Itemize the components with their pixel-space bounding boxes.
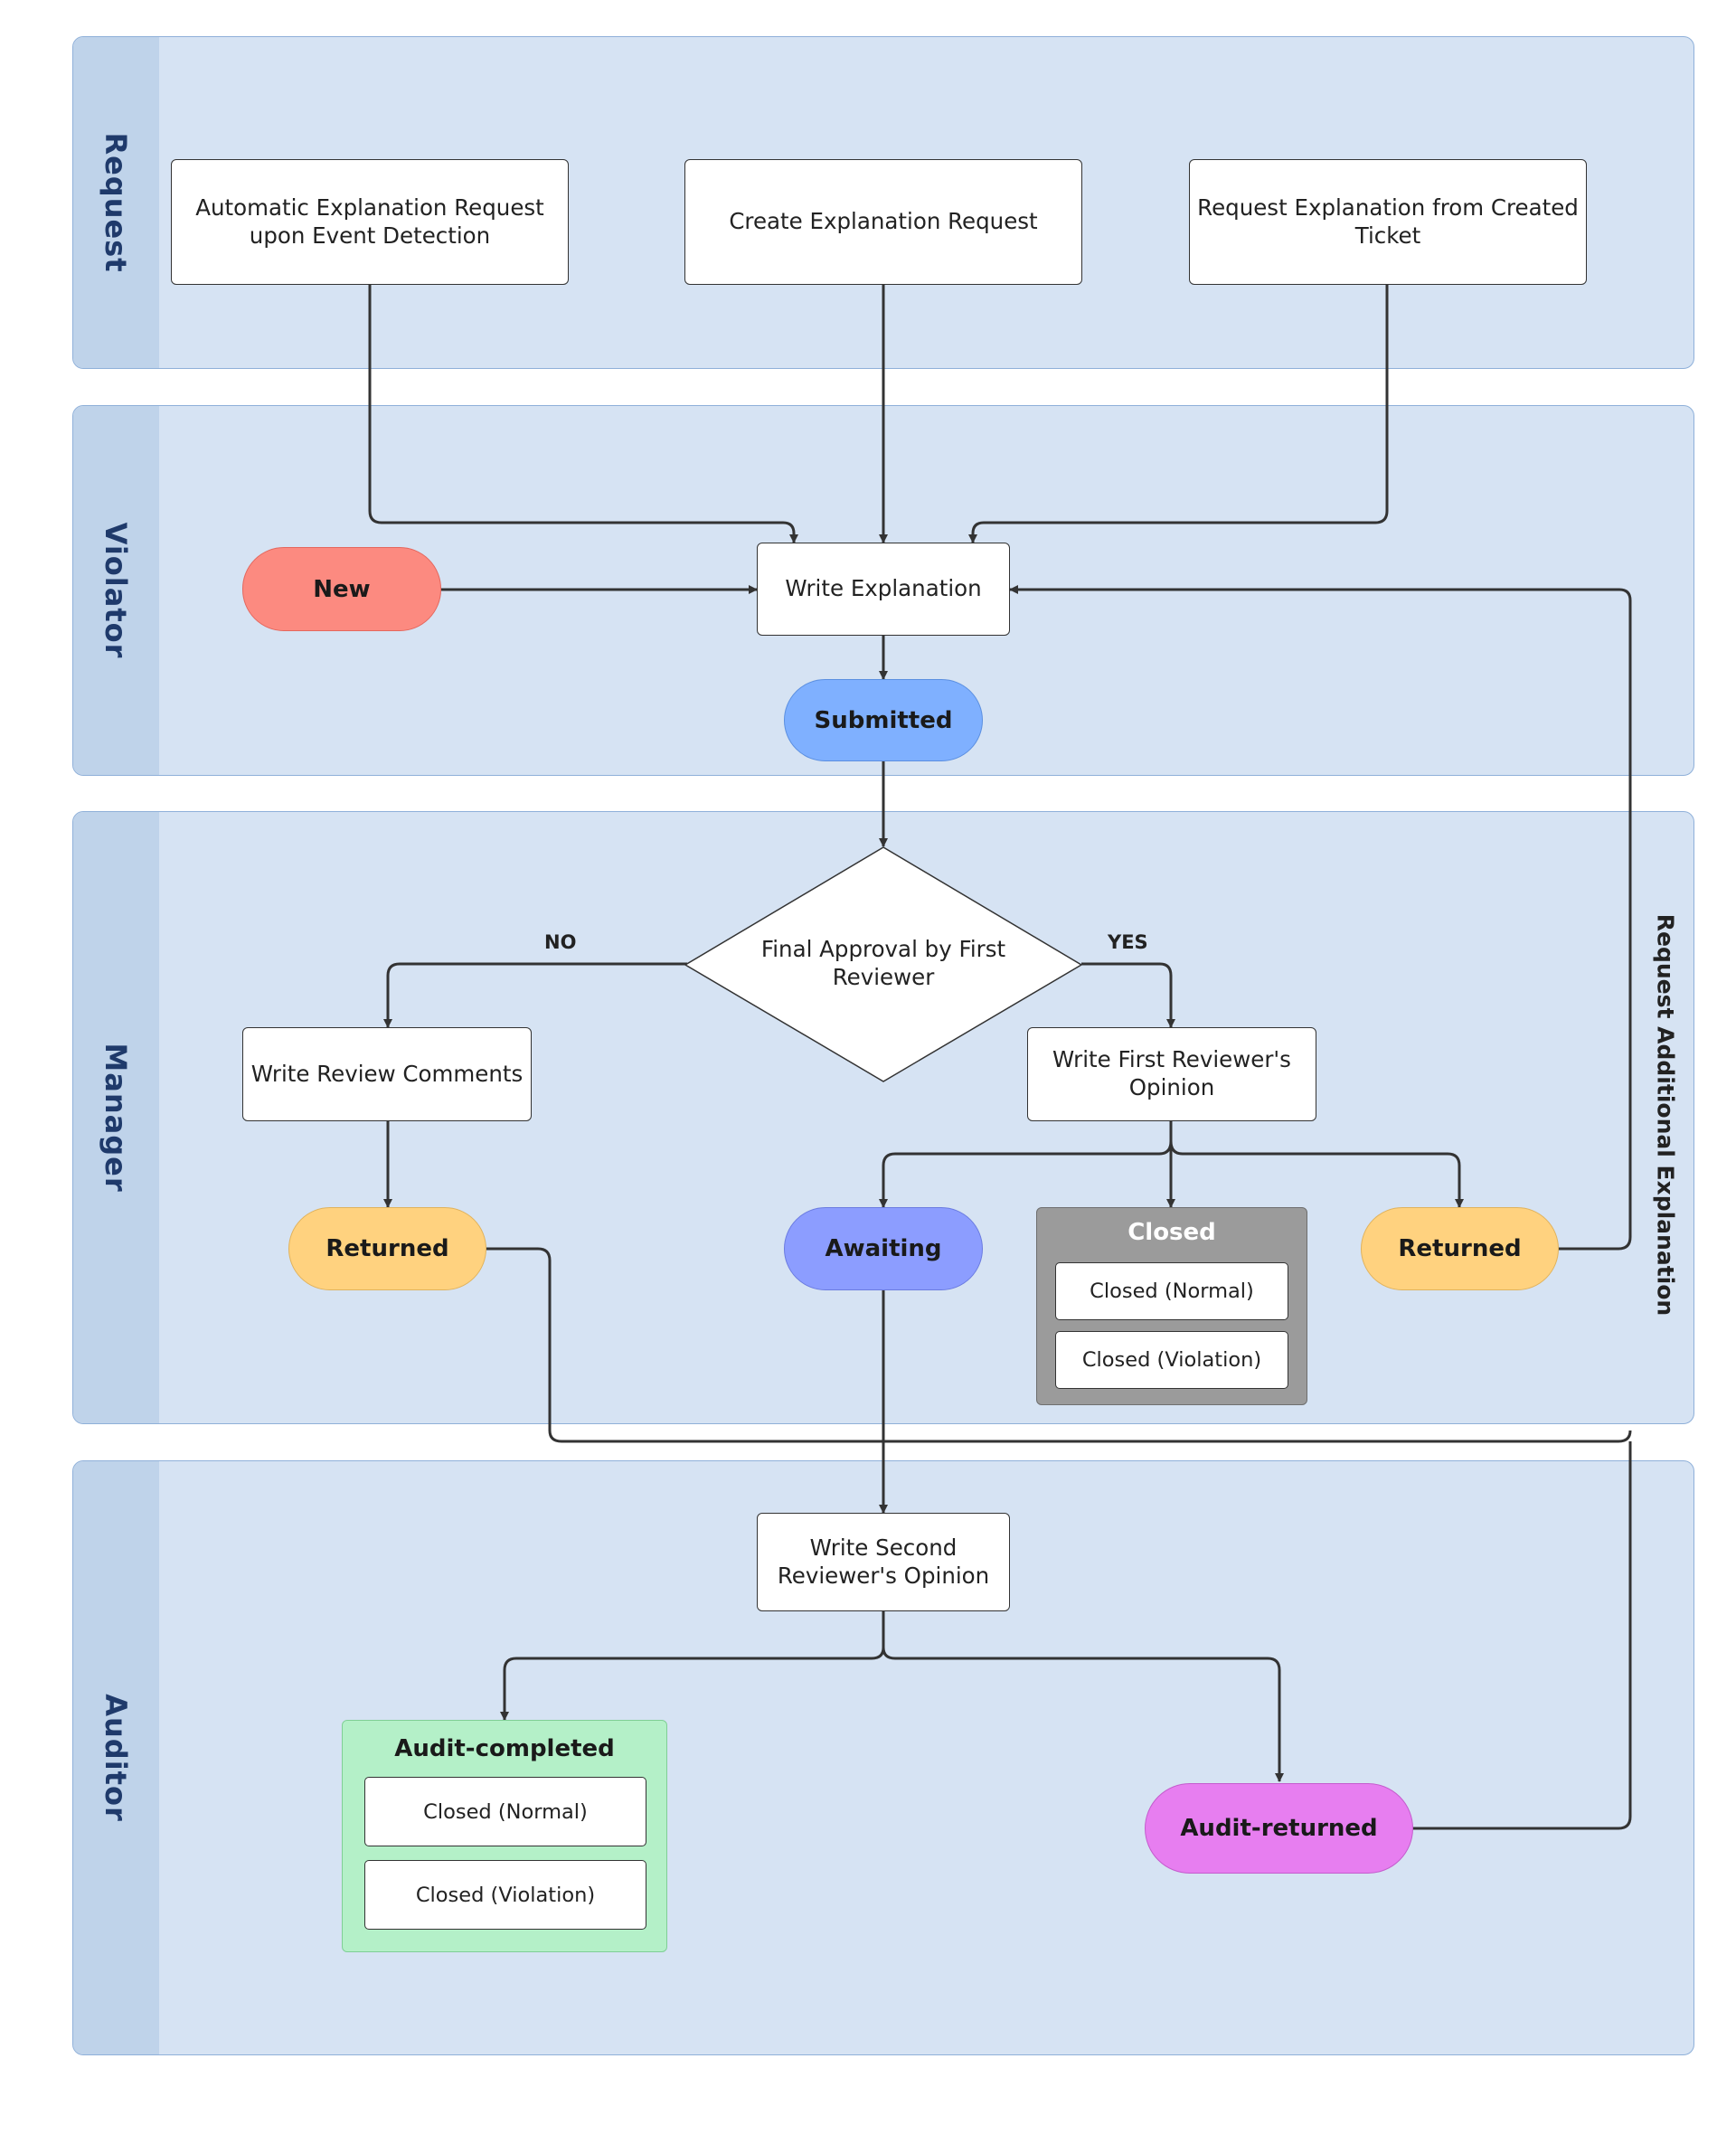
ticket-explanation-request-box: Request Explanation from Created Ticket (1189, 159, 1587, 285)
audit-closed-violation-box: Closed (Violation) (364, 1860, 646, 1930)
edge-audit-returned-loop (1413, 1441, 1632, 1830)
closed-group-title: Closed (1127, 1219, 1216, 1246)
edge-auto-to-write (368, 284, 798, 543)
status-returned-right: Returned (1361, 1207, 1559, 1290)
auto-explanation-request-box: Automatic Explanation Request upon Event… (171, 159, 569, 285)
audit-completed-group: Audit-completed Closed (Normal) Closed (… (342, 1720, 667, 1952)
edge-second-to-audit-completed (500, 1611, 885, 1721)
edge-second-to-audit-returned (882, 1611, 1284, 1782)
edge-opinion-to-returned-right (1169, 1120, 1464, 1208)
status-submitted: Submitted (784, 679, 983, 761)
status-awaiting: Awaiting (784, 1207, 983, 1290)
edge-opinion-to-awaiting (879, 1120, 1173, 1208)
edge-ticket-to-write (968, 284, 1389, 543)
create-explanation-request-box: Create Explanation Request (684, 159, 1082, 285)
lane-request-header: Request (73, 37, 159, 368)
decision-label: Final Approval by First Reviewer (760, 936, 1006, 990)
closed-normal-box: Closed (Normal) (1055, 1262, 1288, 1320)
audit-completed-title: Audit-completed (394, 1735, 615, 1762)
write-first-opinion-box: Write First Reviewer's Opinion (1027, 1027, 1316, 1121)
lane-violator-header: Violator (73, 406, 159, 775)
lane-manager-header: Manager (73, 812, 159, 1423)
audit-closed-normal-box: Closed (Normal) (364, 1777, 646, 1846)
status-new: New (242, 547, 441, 631)
status-returned-left: Returned (288, 1207, 486, 1290)
closed-violation-box: Closed (Violation) (1055, 1331, 1288, 1389)
edge-label-no: NO (544, 931, 577, 953)
closed-group: Closed Closed (Normal) Closed (Violation… (1036, 1207, 1307, 1405)
edge-returned-left-loop (486, 1247, 1632, 1443)
edge-label-yes: YES (1108, 931, 1148, 953)
status-audit-returned: Audit-returned (1145, 1783, 1413, 1874)
write-second-opinion-box: Write Second Reviewer's Opinion (757, 1513, 1010, 1611)
decision-diamond (684, 846, 1083, 1082)
request-additional-explanation-label: Request Additional Explanation (1652, 913, 1679, 1317)
write-review-comments-box: Write Review Comments (242, 1027, 532, 1121)
edge-returned-right-to-write (1009, 585, 1632, 1251)
write-explanation-box: Write Explanation (757, 543, 1010, 636)
edge-decision-no (383, 962, 687, 1028)
lane-auditor-header: Auditor (73, 1461, 159, 2054)
edge-decision-yes (1081, 962, 1175, 1028)
